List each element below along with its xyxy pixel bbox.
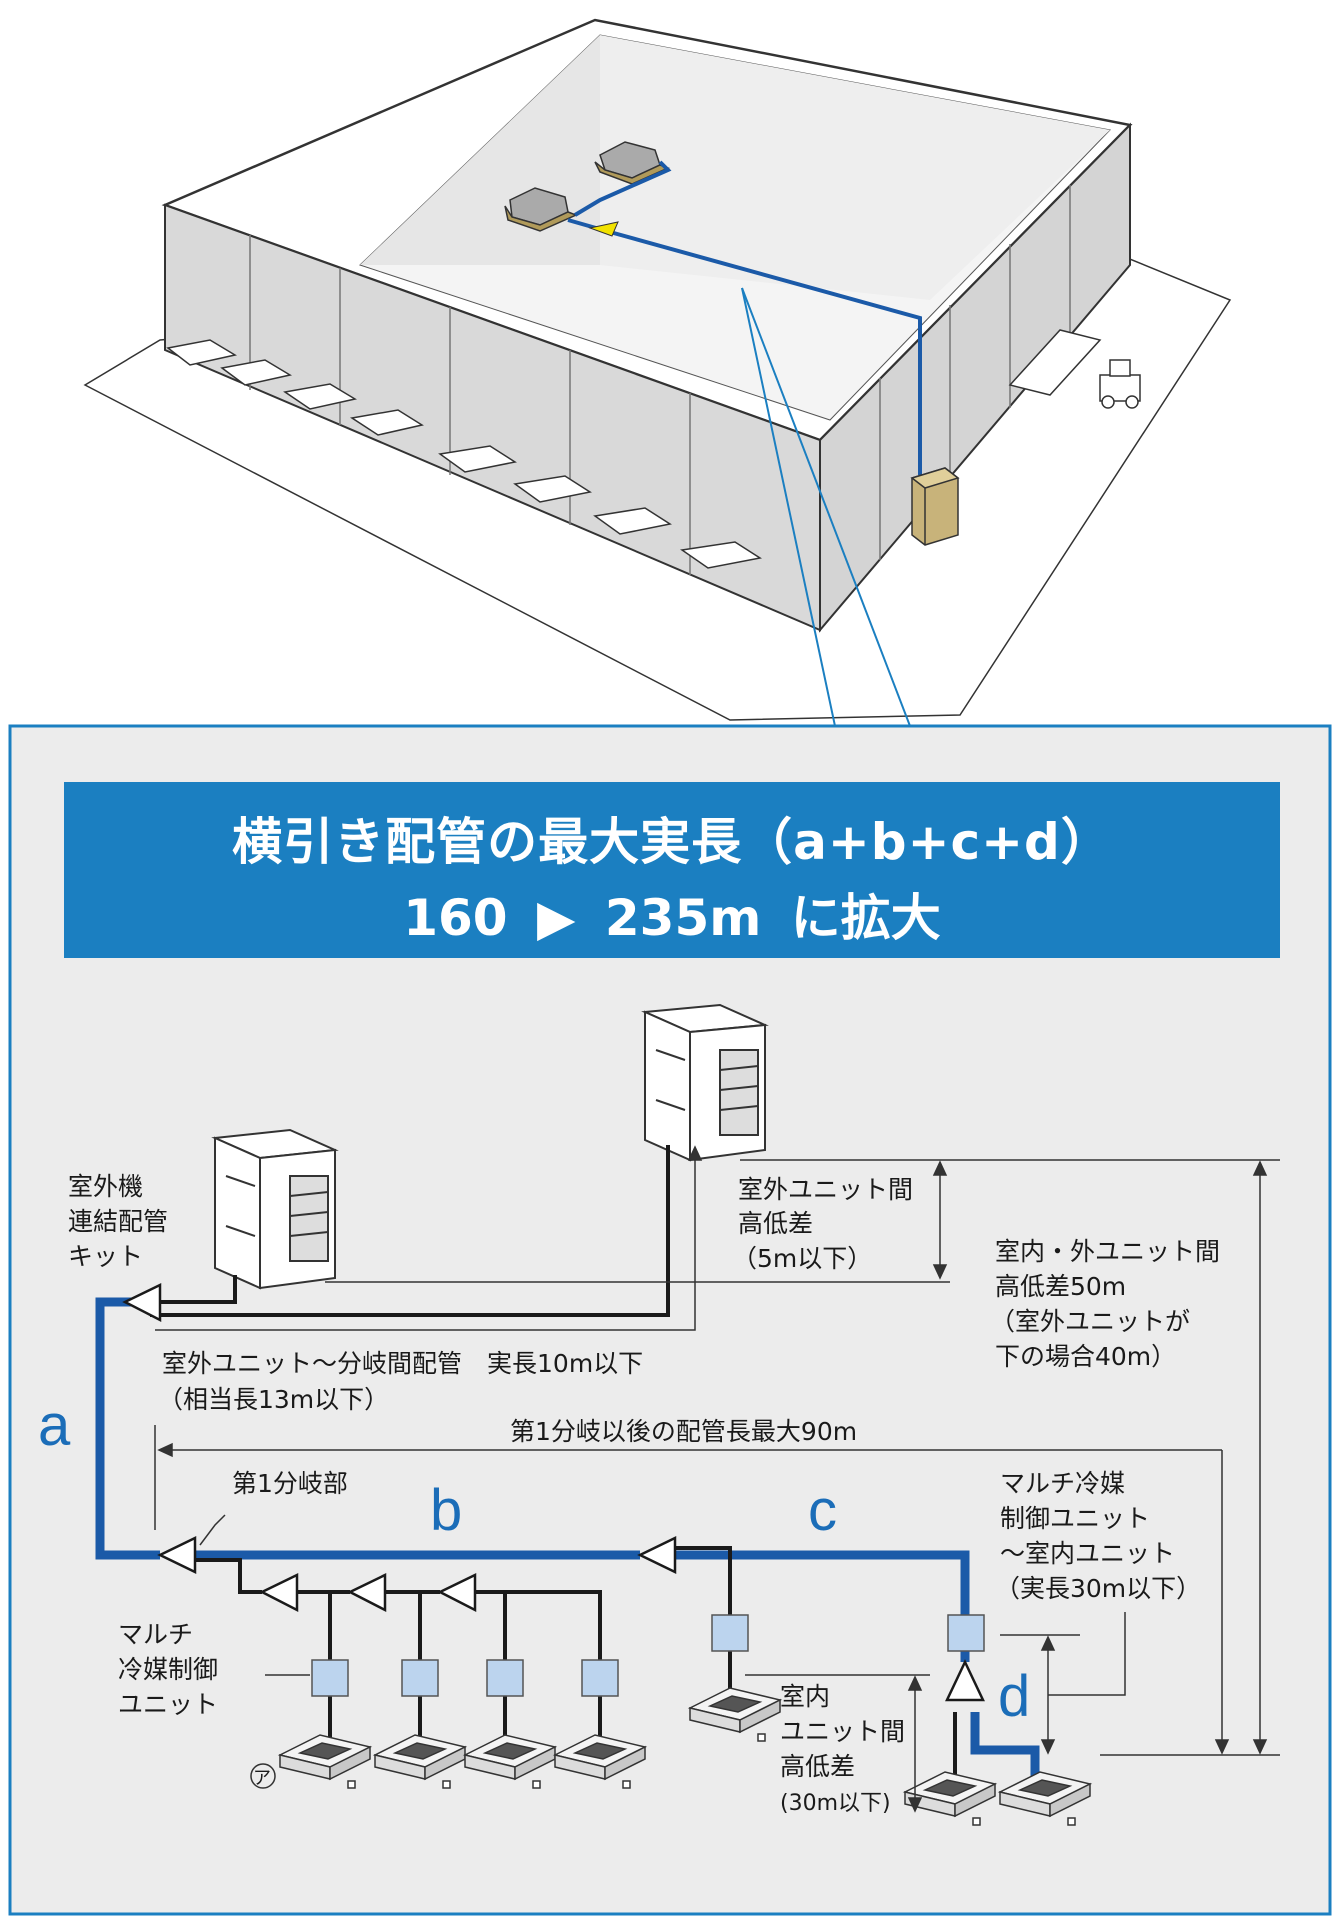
label-in-out-4: 下の場合40m）	[995, 1342, 1176, 1371]
label-ctrl-right-3: ～室内ユニット	[1000, 1539, 1175, 1568]
label-equiv-length: （相当長13m以下）	[158, 1385, 389, 1414]
label-indoor-diff-2: ユニット間	[780, 1717, 905, 1746]
label-ctrl-right-2: 制御ユニット	[1000, 1504, 1150, 1533]
pipe-label-a: a	[38, 1393, 71, 1458]
new-length: 235m	[604, 889, 762, 947]
branch-joints	[122, 1283, 985, 1702]
label-in-out-1: 室内・外ユニット間	[995, 1237, 1220, 1266]
label-kit-2: 連結配管	[68, 1207, 168, 1236]
label-ctrl-left-1: マルチ	[118, 1620, 193, 1649]
outdoor-unit-left	[211, 1128, 339, 1290]
label-indoor-diff-3: 高低差	[780, 1752, 855, 1781]
label-in-out-2: 高低差50m	[995, 1272, 1126, 1301]
label-kit-3: キット	[68, 1242, 143, 1271]
building-illustration	[83, 18, 1232, 727]
headline-values: 160 ▶ 235m に拡大	[64, 878, 1280, 950]
label-between-outdoor-2: 高低差	[738, 1209, 813, 1238]
headline-banner: 横引き配管の最大実長（a+b+c+d） 160 ▶ 235m に拡大	[64, 782, 1280, 958]
arrow-icon: ▶	[537, 889, 576, 947]
label-in-out-3: （室外ユニットが	[990, 1307, 1190, 1336]
pipe-label-c: c	[808, 1478, 837, 1543]
pipe-label-b: b	[430, 1478, 462, 1543]
label-between-outdoor-1: 室外ユニット間	[738, 1175, 913, 1204]
label-between-outdoor-3: （5m以下）	[732, 1244, 872, 1273]
label-first-branch: 第1分岐部	[232, 1469, 348, 1498]
label-after-first-branch: 第1分岐以後の配管長最大90m	[510, 1417, 857, 1446]
label-ctrl-right-4: （実長30m以下）	[995, 1574, 1201, 1603]
label-indoor-diff-1: 室内	[780, 1682, 830, 1711]
refrigerant-control-units	[311, 1614, 985, 1697]
first-branch-joint	[157, 1536, 197, 1574]
labels: 室外機 連結配管 キット 室外ユニット間 高低差 （5m以下） 室内・外ユニット…	[38, 1172, 1220, 1816]
mark-circle	[250, 1763, 276, 1789]
label-ctrl-left-3: ユニット	[118, 1690, 218, 1719]
label-ctrl-right-1: マルチ冷媒	[1000, 1469, 1125, 1498]
label-kit-1: 室外機	[68, 1172, 143, 1201]
expand-text: に拡大	[790, 889, 941, 947]
mark-a: ア	[253, 1768, 271, 1789]
indoor-units	[277, 1687, 1093, 1826]
dimension-lines	[154, 1145, 1280, 1813]
label-outdoor-branch: 室外ユニット～分岐間配管 実長10m以下	[162, 1349, 643, 1378]
label-indoor-diff-4: (30m以下)	[780, 1791, 891, 1816]
old-length: 160	[403, 889, 508, 947]
pipe-label-d: d	[998, 1664, 1030, 1729]
outdoor-unit-right	[641, 1003, 769, 1162]
label-ctrl-left-2: 冷媒制御	[118, 1655, 218, 1684]
headline-title: 横引き配管の最大実長（a+b+c+d）	[232, 813, 1112, 871]
